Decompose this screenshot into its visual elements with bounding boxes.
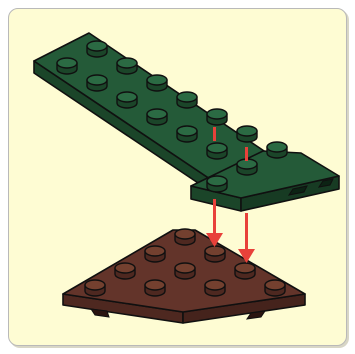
build-step-illustration [9,9,347,346]
brown-wedge-plate [63,229,305,323]
instruction-step-panel [8,8,347,346]
